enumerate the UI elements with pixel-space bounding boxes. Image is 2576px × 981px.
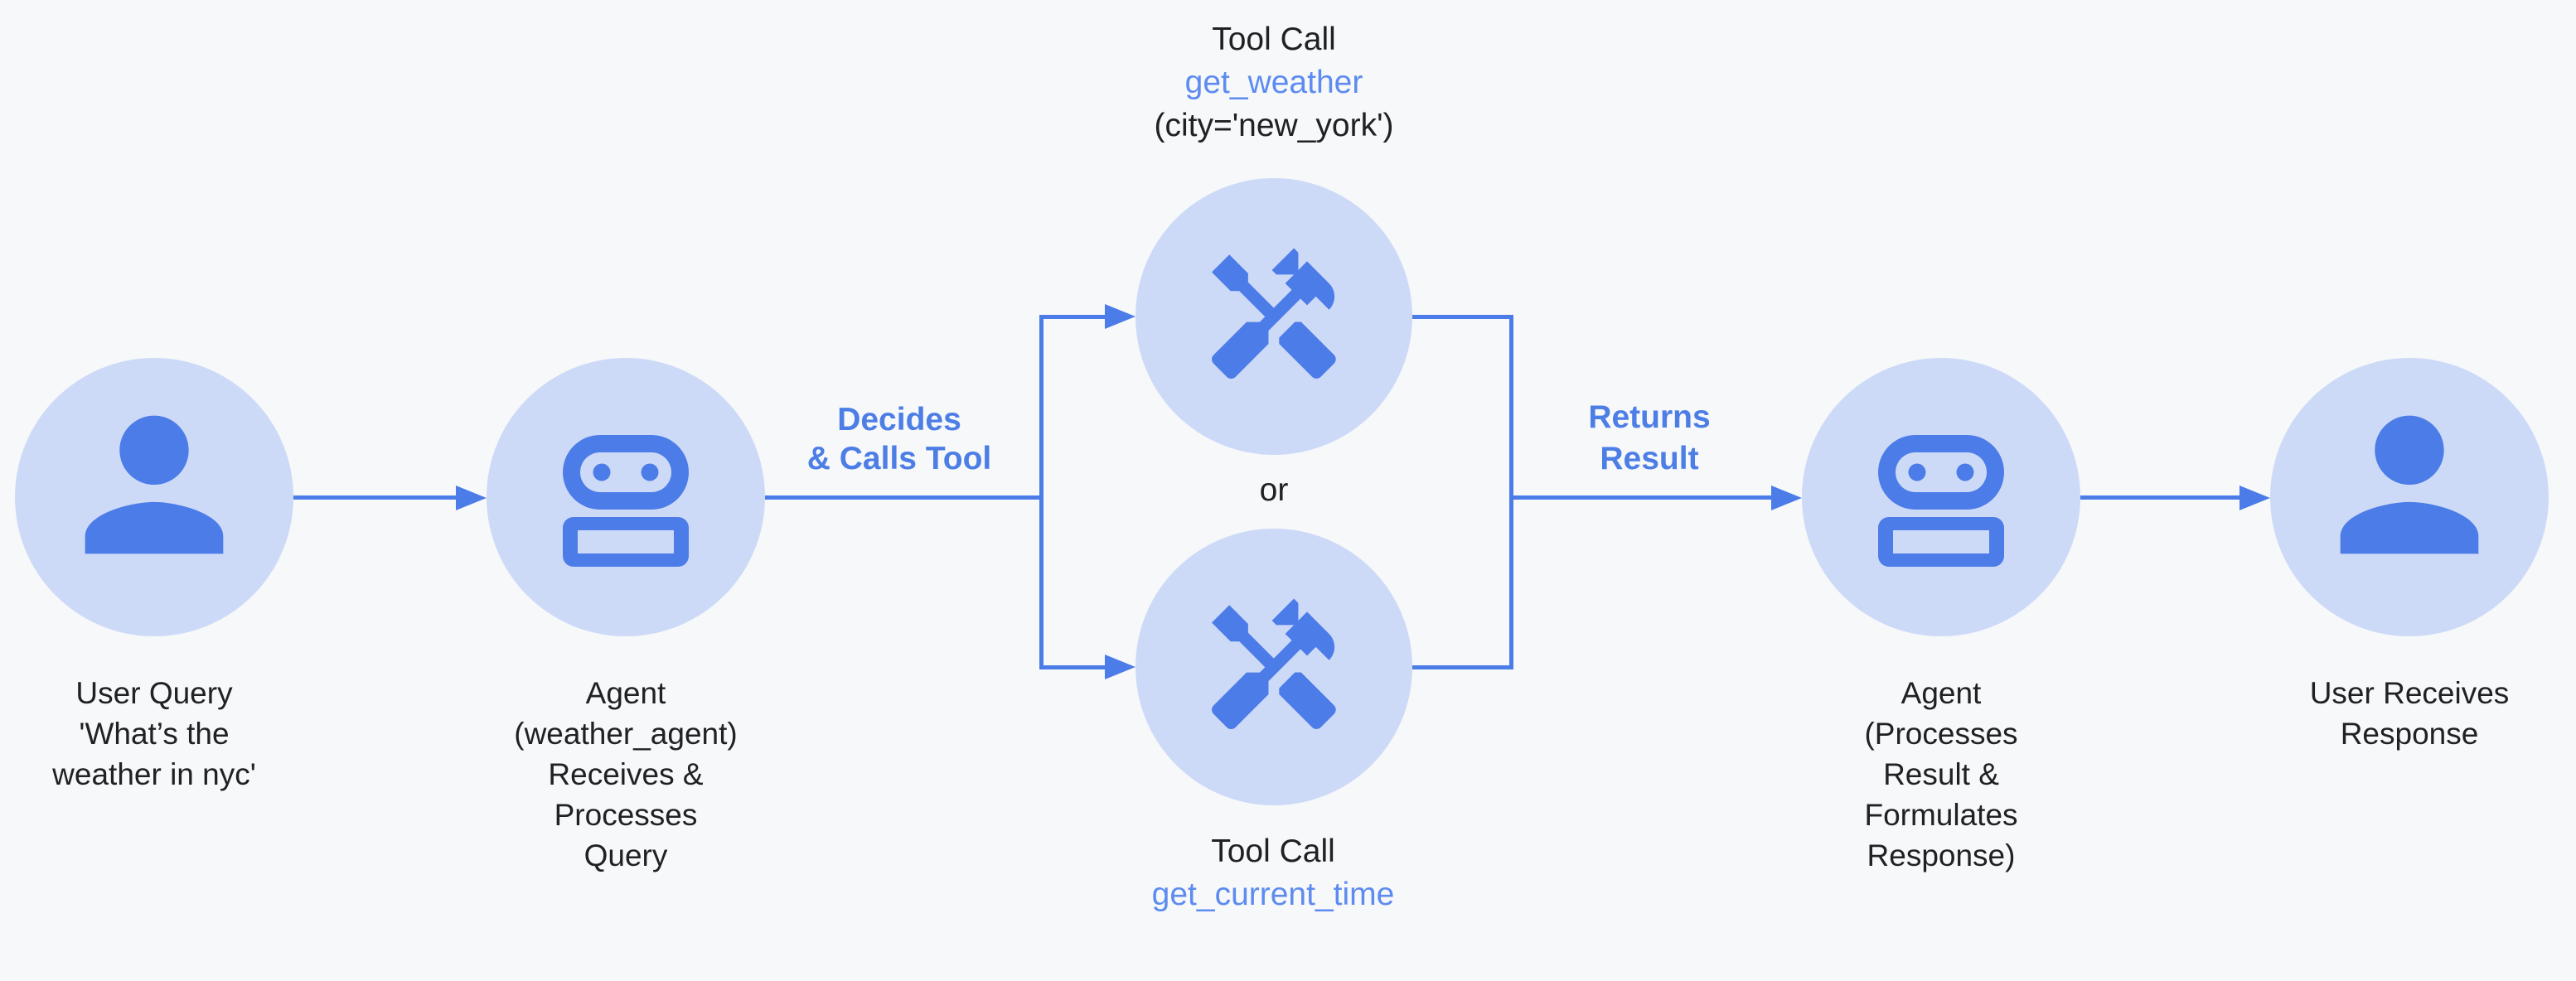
- label-line: 'What’s the: [79, 717, 230, 751]
- flow-line-branch-to-agent: [1511, 495, 1772, 500]
- flow-line-agent-to-user: [2080, 495, 2241, 500]
- arrowhead-icon: [456, 486, 487, 510]
- tool-args: (city='new_york'): [1154, 108, 1394, 143]
- arrowhead-icon: [1105, 304, 1135, 329]
- agent-receive-node: [487, 358, 765, 636]
- label-line: Agent: [585, 676, 666, 710]
- label-line: Query: [583, 838, 668, 872]
- label-line: Returns: [1588, 399, 1711, 435]
- arrowhead-icon: [1105, 655, 1135, 679]
- user-query-node: [15, 358, 293, 636]
- label-line: weather in nyc': [52, 757, 256, 791]
- tool-weather-label: Tool Call get_weather (city='new_york'): [1075, 18, 1473, 147]
- tool-call-title: Tool Call: [1211, 834, 1335, 869]
- person-icon: [2340, 415, 2479, 554]
- label-line: Response: [2340, 717, 2479, 751]
- tool-call-title: Tool Call: [1212, 22, 1336, 57]
- agent-respond-node: [1802, 358, 2080, 636]
- tool-weather-node: [1135, 178, 1412, 455]
- handyman-icon: [1212, 248, 1336, 379]
- merge-line-bottom: [1412, 665, 1513, 669]
- flow-line-user-to-agent: [293, 495, 458, 500]
- user-response-node: [2270, 358, 2549, 636]
- label-line: & Calls Tool: [806, 441, 992, 476]
- label-line: User Receives: [2309, 676, 2510, 710]
- branch-merge-line: [1509, 315, 1513, 669]
- person-icon: [85, 415, 224, 554]
- robot-icon: [1878, 435, 2004, 567]
- arrowhead-icon: [2239, 486, 2270, 510]
- tool-time-node: [1135, 529, 1412, 805]
- label-line: Response): [1867, 838, 2016, 872]
- decides-calls-tool-label: Decides & Calls Tool: [734, 400, 1065, 478]
- label-line: User Query: [75, 676, 233, 710]
- label-line: Processes: [554, 798, 698, 832]
- branch-split-line: [1039, 315, 1043, 669]
- branch-line-bottom: [1042, 665, 1106, 669]
- arrowhead-icon: [1771, 486, 1802, 510]
- tool-function-name: get_current_time: [1151, 877, 1395, 912]
- merge-line-top: [1412, 315, 1513, 319]
- or-label: or: [1259, 472, 1289, 508]
- label-line: Agent: [1901, 676, 1982, 710]
- user-response-label: User Receives Response: [2235, 673, 2576, 754]
- label-line: (Processes: [1864, 717, 2018, 751]
- branch-line-top: [1042, 315, 1106, 319]
- label-line: Decides: [837, 402, 961, 437]
- handyman-icon: [1212, 598, 1336, 730]
- returns-result-label: Returns Result: [1484, 397, 1815, 480]
- robot-icon: [563, 435, 689, 567]
- agent-respond-label: Agent (Processes Result & Formulates Res…: [1767, 673, 2115, 876]
- label-line: Result: [1600, 441, 1699, 476]
- tool-time-label: Tool Call get_current_time: [1074, 830, 1472, 916]
- label-line: (weather_agent): [514, 717, 738, 751]
- label-line: Result &: [1883, 757, 1999, 791]
- flow-line-agent-to-branch: [765, 495, 1043, 500]
- agent-receive-label: Agent (weather_agent) Receives & Process…: [452, 673, 800, 876]
- user-query-label: User Query 'What’s the weather in nyc': [0, 673, 328, 795]
- label-line: Receives &: [548, 757, 704, 791]
- tool-function-name: get_weather: [1184, 65, 1363, 100]
- label-line: Formulates: [1864, 798, 2018, 832]
